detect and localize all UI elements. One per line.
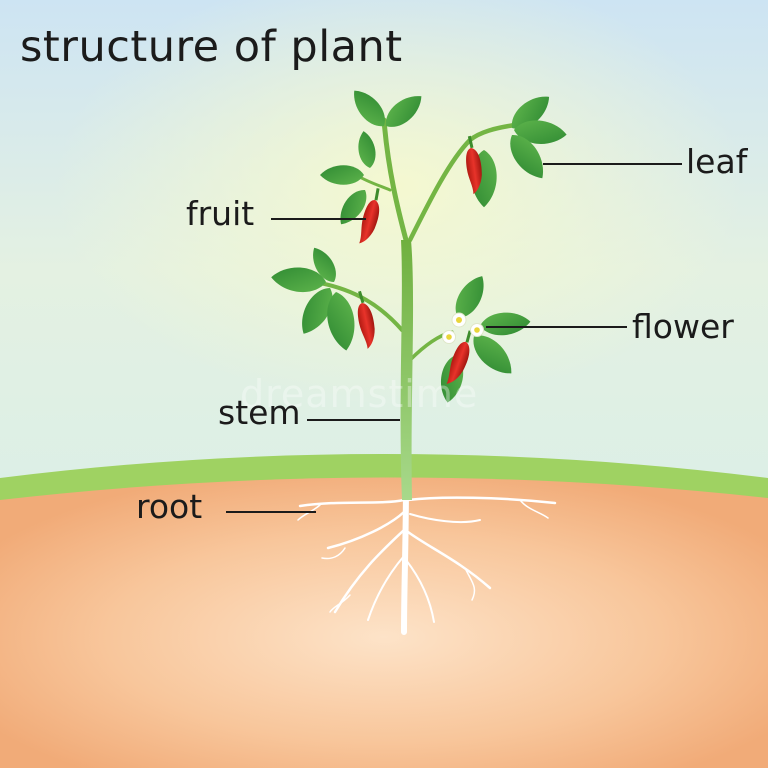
flowers — [442, 312, 484, 344]
label-leaf: leaf — [686, 142, 748, 181]
diagram-title: structure of plant — [20, 22, 403, 72]
fruits — [355, 135, 486, 388]
label-flower: flower — [632, 307, 734, 346]
soil — [0, 477, 768, 768]
roots — [297, 477, 557, 635]
label-stem: stem — [218, 393, 301, 432]
label-fruit: fruit — [186, 194, 255, 233]
stem — [400, 240, 414, 500]
label-root: root — [136, 487, 203, 526]
sky-glow — [0, 0, 768, 490]
leader-lines — [226, 163, 682, 513]
watermark: dreamstime — [240, 372, 479, 416]
